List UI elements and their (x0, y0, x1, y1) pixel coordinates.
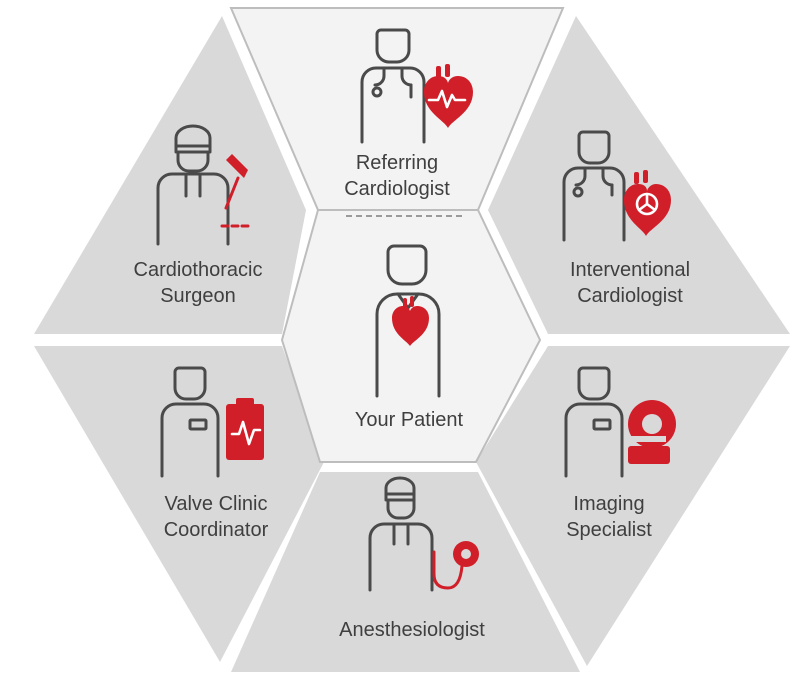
segment-top-label-1: Referring (356, 152, 438, 174)
anesthesiologist-figure (368, 476, 479, 592)
imaging-specialist-figure (564, 366, 676, 478)
segment-center-label: Your Patient (355, 409, 464, 431)
patient-figure (375, 244, 441, 398)
doctor-person-icon (360, 28, 426, 144)
segment-bottom-left-label-1: Valve Clinic (165, 493, 268, 515)
imaging-person-icon (564, 366, 624, 478)
anesthesia-mask-icon (432, 541, 479, 590)
doctor-person-icon (562, 130, 626, 242)
heart-valve-icon (624, 170, 671, 236)
referring-cardiologist-figure (360, 28, 473, 144)
surgeon-person-icon (368, 476, 434, 592)
coordinator-person-icon (160, 366, 220, 478)
segment-top-left-label-1: Cardiothoracic (134, 259, 263, 281)
scalpel-icon (220, 154, 252, 228)
ct-scanner-icon (626, 400, 676, 464)
segment-top-right-label-1: Interventional (570, 259, 690, 281)
interventional-cardiologist-figure (562, 130, 671, 242)
segment-bottom-left-label-2: Coordinator (164, 519, 269, 541)
segment-bottom (231, 472, 580, 672)
segment-top-left-label-2: Surgeon (160, 285, 236, 307)
segment-bottom-right-label-2: Specialist (566, 519, 652, 541)
valve-clinic-coordinator-figure (160, 366, 264, 478)
heart-ecg-icon (424, 64, 473, 128)
segment-bottom-label: Anesthesiologist (339, 619, 485, 641)
heart-icon (392, 296, 429, 346)
clipboard-ecg-icon (226, 398, 264, 460)
cardiothoracic-surgeon-figure (156, 124, 252, 246)
segment-bottom-right-label-1: Imaging (573, 493, 644, 515)
surgeon-person-icon (156, 124, 230, 246)
segment-top-label-2: Cardiologist (344, 178, 450, 200)
segment-top-right-label-2: Cardiologist (577, 285, 683, 307)
segment-bottom-right (476, 346, 790, 666)
